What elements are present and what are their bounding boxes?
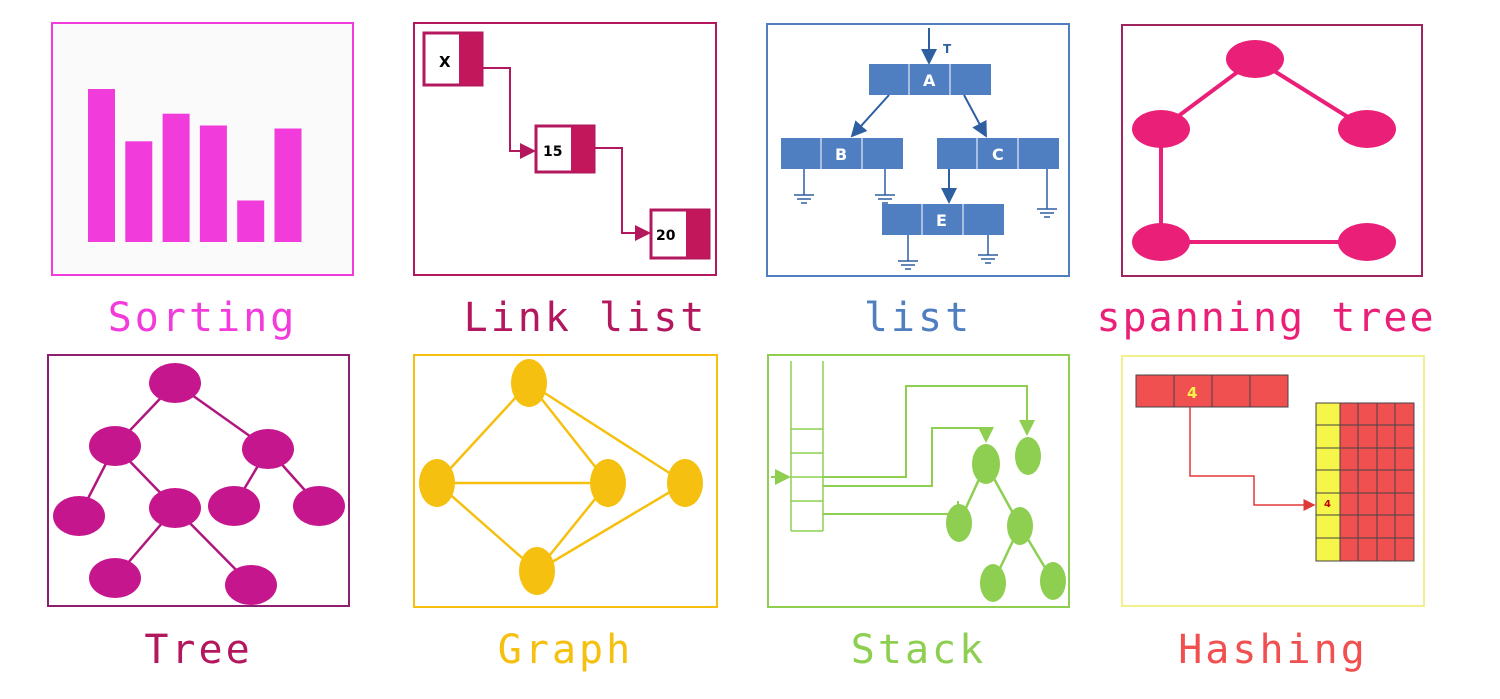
linklist-pointer-1 [482,67,536,159]
caption-sorting: Sorting [107,295,298,341]
list-node-e: E [882,204,1004,235]
tree-diagram [53,363,345,605]
list-node-c-label: C [992,145,1004,164]
spanning-node-bottom-left [1132,223,1190,261]
list-node-b: B [781,138,903,169]
spanning-diagram [1132,40,1396,261]
stack-pointer-bottom [823,501,959,515]
list-node-e-label: E [936,211,947,230]
sorting-bar-1 [88,89,115,242]
linklist-diagram: X 15 20 [422,31,711,260]
stack-pointer-mid [823,427,994,487]
list-null-grounds [794,169,1057,270]
linklist-node-3-label: 20 [656,228,676,244]
stack-panel [767,354,1070,608]
stack-tree-node [980,564,1006,602]
list-node-c: C [937,138,1059,169]
caption-stack: Stack [850,627,987,673]
caption-linklist: Link list [463,295,708,341]
graph-node [667,459,703,507]
tree-node [225,565,277,605]
hash-key-array: 4 [1135,374,1289,408]
sorting-panel [51,22,354,276]
spanning-panel [1121,24,1423,277]
tree-node [89,426,141,466]
graph-node [511,359,547,407]
hashing-panel: 4 4 [1121,355,1425,607]
linklist-panel: X 15 20 [413,22,717,276]
list-node-a-label: A [923,71,936,90]
stack-tree-node [1007,507,1033,545]
list-node-b-label: B [835,145,847,164]
graph-node [419,459,455,507]
list-panel: T A B C E [766,23,1070,277]
spanning-node-left [1132,110,1190,148]
graph-diagram [419,359,703,595]
stack-tree-node [946,504,972,542]
linklist-node-2: 15 [534,124,596,174]
graph-edge [536,481,686,573]
caption-tree: Tree [144,627,253,673]
linklist-node-2-label: 15 [543,144,562,160]
tree-panel [47,354,350,607]
stack-diagram [771,361,1066,602]
sorting-bar-chart [88,89,302,242]
caption-graph: Graph [497,627,634,673]
stack-tree-node [1015,437,1041,475]
list-diagram: T A B C E [781,28,1059,270]
linklist-node-1-label: X [439,53,451,71]
graph-node [590,459,626,507]
hash-pointer [1189,407,1316,511]
tree-node [149,363,201,403]
spanning-node-bottom-right [1338,223,1396,261]
stack-column [790,361,824,532]
sorting-bar-4 [199,125,227,242]
linklist-node-1: X [422,31,484,87]
list-edge-a-c [963,94,987,138]
graph-node [519,547,555,595]
hashing-diagram: 4 4 [1135,374,1415,562]
caption-list: list [863,295,973,341]
tree-node [53,496,105,536]
tree-node [149,488,201,528]
linklist-node-3: 20 [649,208,711,260]
stack-pointer-top [823,385,1035,478]
caption-hashing: Hashing [1178,627,1368,673]
list-edge-a-b [850,94,890,138]
list-node-a: A [869,64,991,95]
graph-edge [436,382,530,484]
sorting-bar-6 [274,128,302,242]
hash-table: 4 [1315,402,1415,562]
spanning-node-right [1338,110,1396,148]
sorting-bar-3 [162,113,190,242]
sorting-bar-5 [237,200,265,242]
hash-slot-label: 4 [1324,499,1331,510]
linklist-pointer-2 [594,147,651,241]
graph-edge [528,382,609,484]
tree-node [208,486,260,526]
tree-node [89,558,141,598]
graph-edge [528,381,686,485]
list-head-label: T [943,42,952,56]
tree-node [242,429,294,469]
stack-tree-node [1040,562,1066,600]
hash-key-label: 4 [1187,384,1197,402]
sorting-bar-2 [125,141,153,242]
tree-node [293,486,345,526]
spanning-node-top [1226,40,1284,78]
caption-spanning: spanning tree [1096,295,1436,341]
graph-edge [436,482,538,572]
graph-panel [413,354,718,608]
stack-tree-node [972,444,1000,484]
